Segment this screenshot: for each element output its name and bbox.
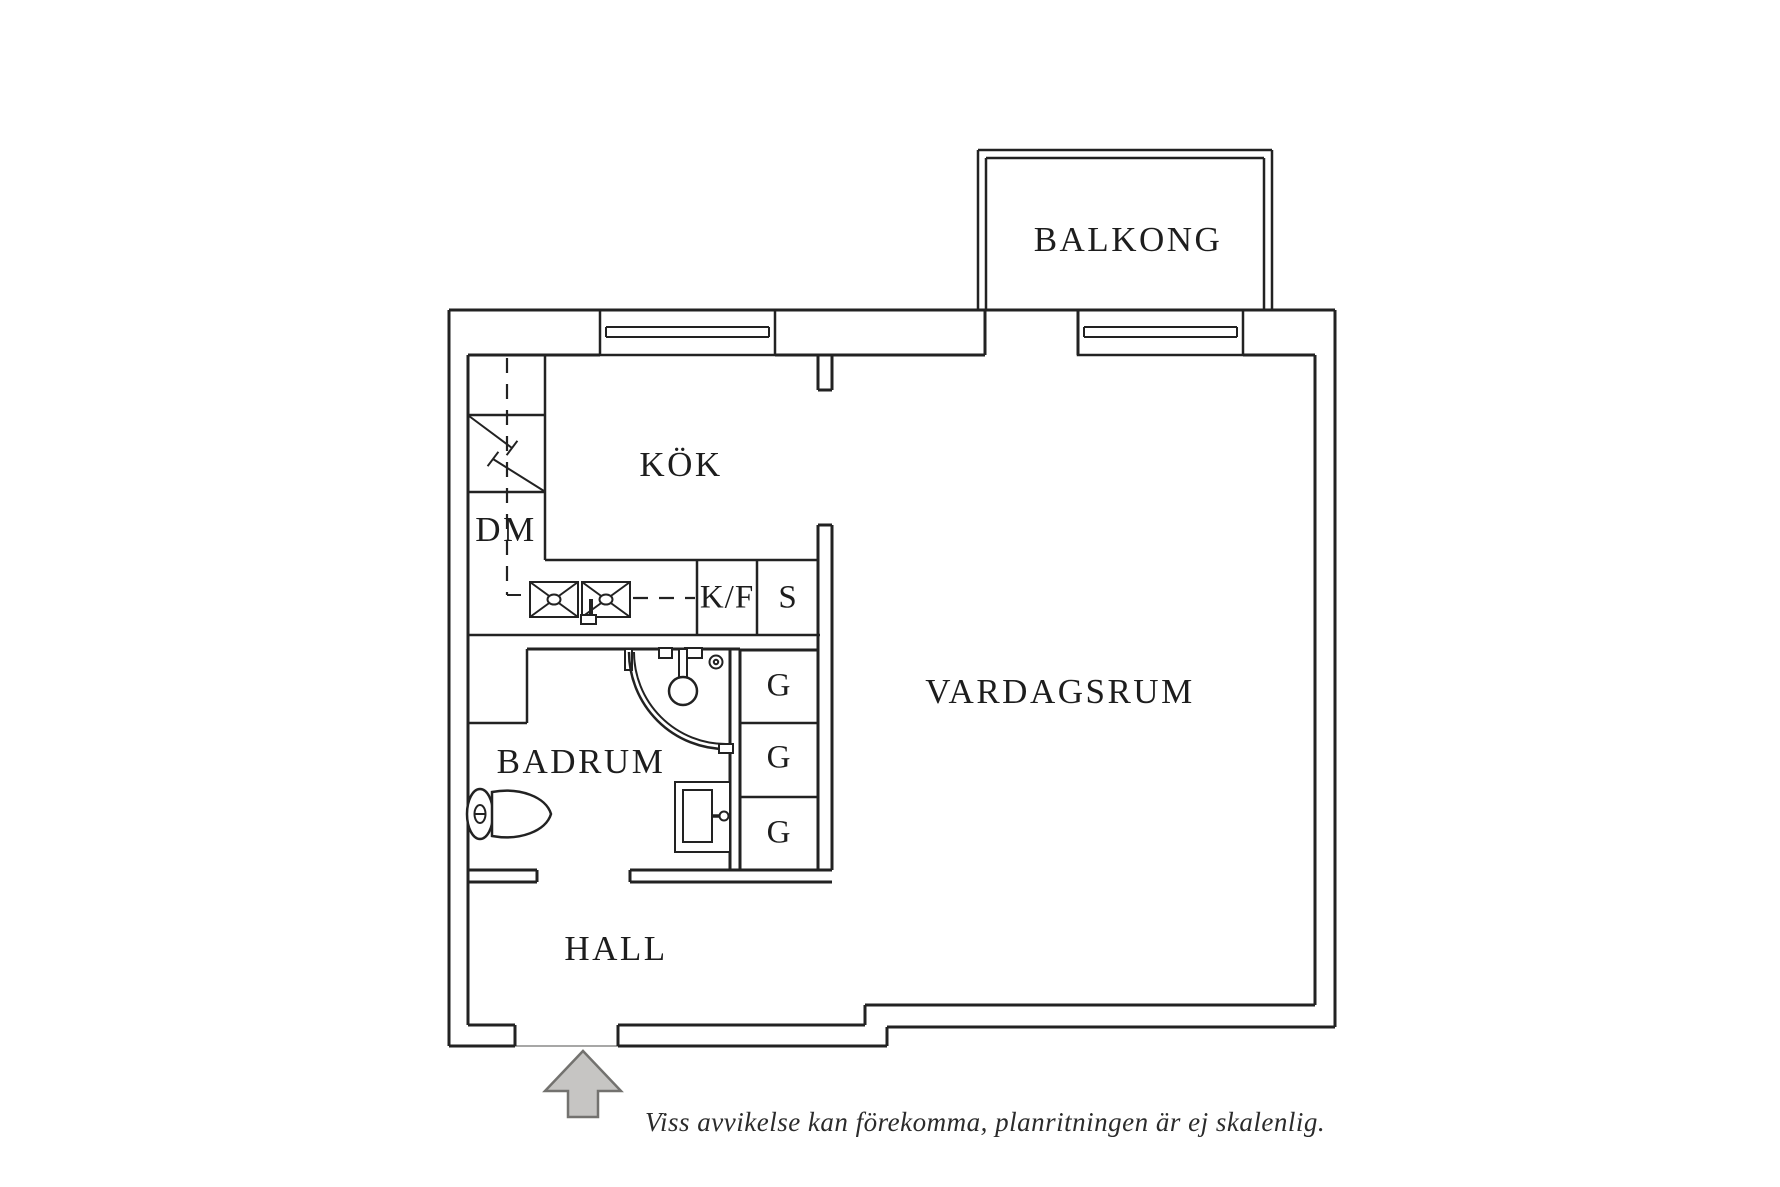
toilet-icon	[465, 787, 553, 841]
wardrobe-label-3: G	[767, 815, 792, 851]
living-room-label: VARDAGSRUM	[925, 672, 1194, 711]
shower-icon	[624, 647, 734, 754]
balcony-label: BALKONG	[1034, 220, 1223, 259]
wardrobe-label-2: G	[767, 740, 792, 776]
dishwasher-label: DM	[475, 510, 536, 549]
faucet-icon	[580, 599, 597, 625]
outer-walls	[447, 308, 1337, 1048]
wardrobe-closets	[740, 648, 818, 799]
kitchen-counter	[468, 355, 820, 637]
fridge-freezer-label: K/F	[700, 580, 754, 616]
washbasin-icon	[674, 781, 731, 853]
disclaimer-text: Viss avvikelse kan förekomma, planritnin…	[645, 1107, 1325, 1137]
kitchen-walls	[816, 355, 834, 870]
hall-label: HALL	[564, 929, 667, 968]
kitchen-sink-icon	[529, 581, 631, 625]
window-icon-living-room	[1076, 308, 1245, 357]
balcony-walls	[976, 148, 1274, 310]
bathroom-walls	[468, 647, 832, 884]
tall-cabinet-label: S	[778, 580, 797, 616]
wardrobe-label-1: G	[767, 668, 792, 704]
bathroom-label: BADRUM	[497, 742, 666, 781]
kitchen-label: KÖK	[639, 445, 722, 484]
entrance-arrow-icon	[542, 1049, 624, 1119]
window-icon-kitchen	[598, 308, 777, 357]
